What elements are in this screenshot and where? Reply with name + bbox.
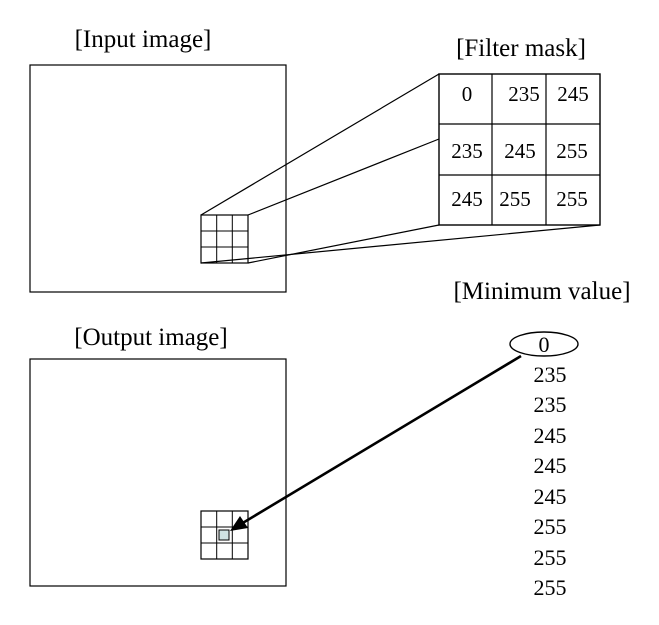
sorted-value: 245 [534,423,567,448]
input-window-grid [200,214,249,264]
input-image-frame [29,64,287,293]
input-image-title: [Input image] [75,26,212,53]
mask-cell: 245 [451,187,483,211]
sorted-value: 245 [534,484,567,509]
filter-mask-grid: 0 235 245 235 245 255 245 255 255 [438,73,601,226]
mask-cell: 255 [556,187,588,211]
result-arrow [230,354,522,531]
output-window-grid [200,510,249,560]
mask-cell: 235 [508,82,540,106]
zoom-projection-lines [200,73,601,264]
sorted-value: 245 [534,453,567,478]
mask-cell: 245 [557,82,589,106]
mask-cell: 245 [504,139,536,163]
minimum-value-title: [Minimum value] [453,278,630,305]
mask-cell: 255 [499,187,531,211]
sorted-value: 255 [534,545,567,570]
output-image-frame [29,358,287,587]
sorted-values-list: 235 235 245 245 245 255 255 255 [534,362,567,600]
selected-minimum-ellipse [509,331,579,357]
sorted-value: 235 [534,362,567,387]
filter-mask-title: [Filter mask] [456,35,586,62]
output-image-title: [Output image] [74,324,227,351]
sorted-value: 255 [534,575,567,600]
sorted-value: 255 [534,514,567,539]
sorted-value: 235 [534,392,567,417]
mask-cell: 235 [451,139,483,163]
output-center-pixel [218,529,230,541]
mask-cell: 0 [462,82,473,106]
mask-cell: 255 [556,139,588,163]
selected-minimum-value: 0 [539,332,550,357]
